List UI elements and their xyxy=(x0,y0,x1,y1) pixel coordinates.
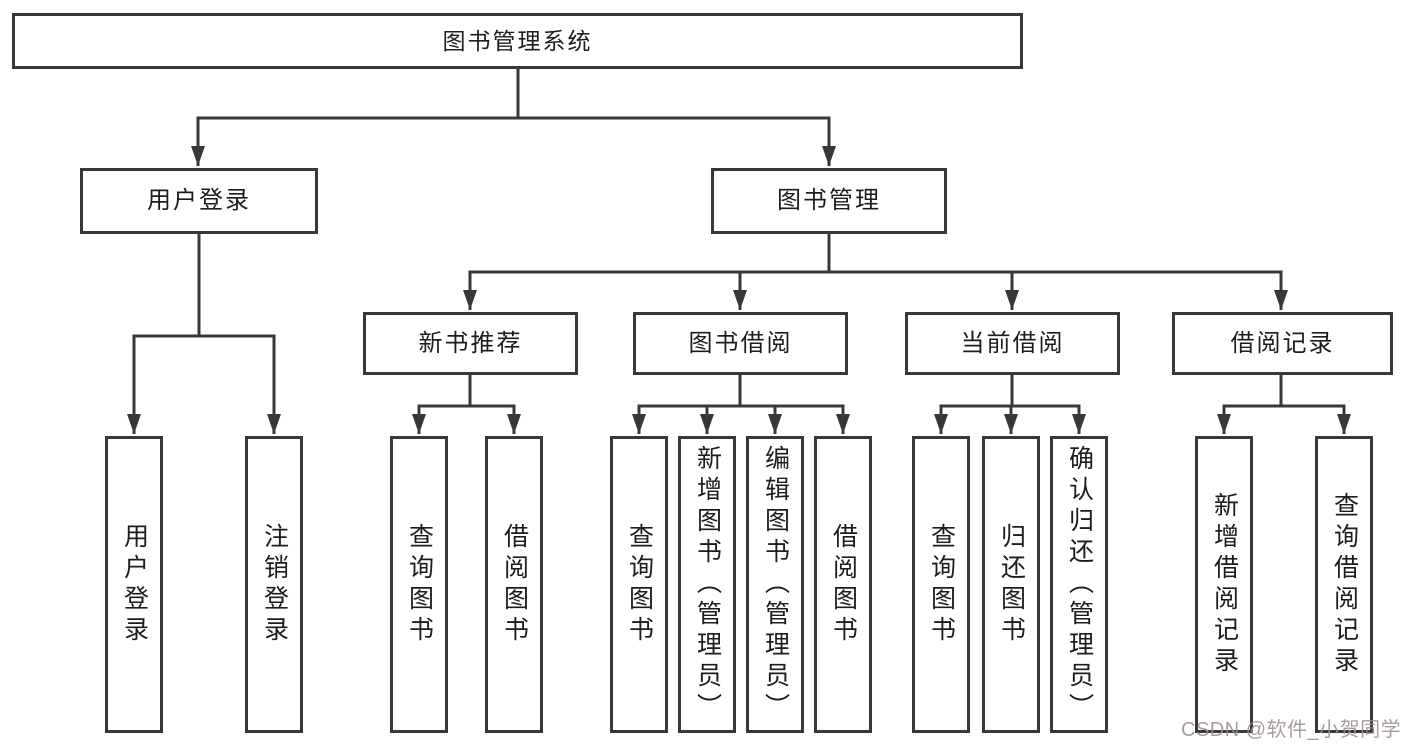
leaf-borrow-book: 借阅图书 xyxy=(485,436,543,733)
leaf-borrow-book: 借阅图书 xyxy=(814,436,872,733)
leaf-add-borrow-record: 新增借阅记录 xyxy=(1195,436,1253,733)
node-root-system: 图书管理系统 xyxy=(12,13,1023,69)
node-book-management: 图书管理 xyxy=(711,168,947,234)
leaf-user-login: 用户登录 xyxy=(105,436,163,733)
tree-edges xyxy=(127,69,1351,434)
leaf-return-book: 归还图书 xyxy=(982,436,1040,733)
leaf-query-book: 查询图书 xyxy=(610,436,668,733)
leaf-edit-book-admin: 编辑图书（管理员） xyxy=(746,436,804,733)
node-borrowing-records: 借阅记录 xyxy=(1172,312,1393,375)
leaf-query-book: 查询图书 xyxy=(912,436,970,733)
node-user-login: 用户登录 xyxy=(80,168,318,234)
leaf-logout: 注销登录 xyxy=(245,436,303,733)
csdn-watermark: CSDN @软件_小贺同学 xyxy=(1181,719,1402,741)
leaf-confirm-return-admin: 确认归还（管理员） xyxy=(1050,436,1108,733)
node-current-borrowing: 当前借阅 xyxy=(905,312,1120,375)
node-new-book-recommendation: 新书推荐 xyxy=(363,312,578,375)
node-book-borrowing: 图书借阅 xyxy=(633,312,848,375)
leaf-add-book-admin: 新增图书（管理员） xyxy=(678,436,736,733)
leaf-query-book: 查询图书 xyxy=(390,436,448,733)
leaf-query-borrow-record: 查询借阅记录 xyxy=(1315,436,1373,733)
